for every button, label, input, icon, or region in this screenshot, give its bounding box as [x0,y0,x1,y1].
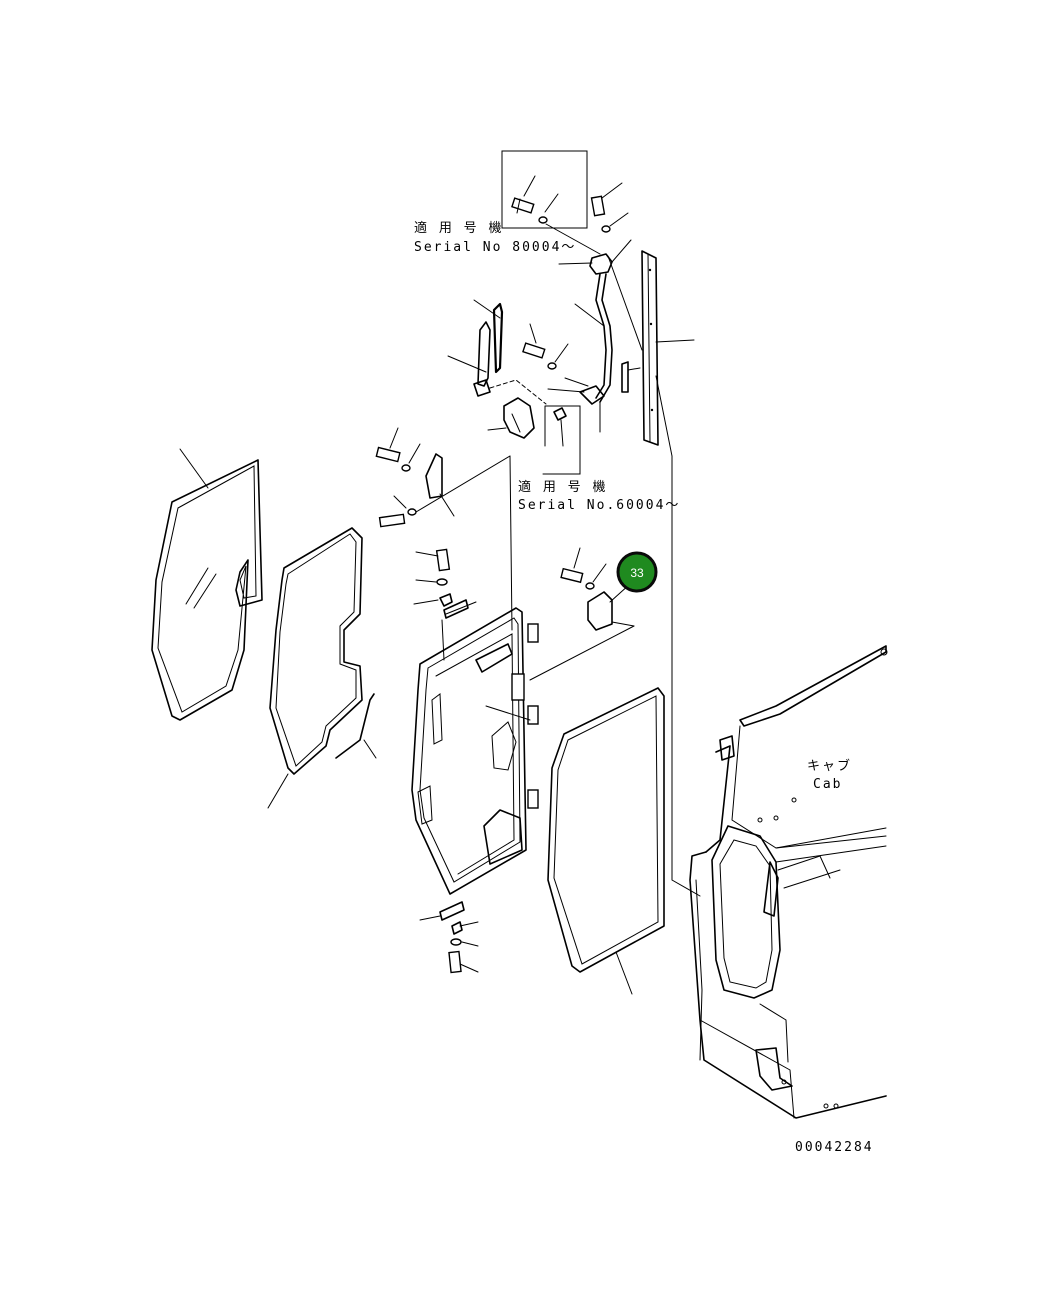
serial-note-middle: 適 用 号 機 Serial No.60004～ [518,479,680,513]
wiper-arm [477,321,491,387]
door-glass-inner [547,687,665,995]
wiper-assembly [447,239,632,475]
striker-bracket [587,591,613,631]
upper-small-parts [413,548,469,619]
door-seal [267,527,377,809]
latch-pin [621,361,629,393]
wiper-bracket [589,253,613,275]
hinge-bracket-group [375,427,513,631]
cab-label: キャブ Cab [807,758,852,792]
callout-33-label: 33 [630,566,644,580]
callout-33[interactable]: 33 [616,551,658,593]
callout-33-circle[interactable] [616,551,658,593]
wiper-blade [492,302,504,374]
bolt-upper-right [590,182,629,233]
wiper-motor [503,397,535,439]
serial-note-middle-jp: 適 用 号 機 [518,479,607,495]
inset-box-top [501,150,601,255]
wiper-pivot [579,385,605,405]
door-frame [411,601,635,895]
wire-harness [595,273,607,399]
door-glass-outer [151,448,263,721]
door-pillar [607,250,701,897]
lower-small-parts [419,901,479,974]
serial-note-top-jp: 適 用 号 機 [414,220,503,236]
cab-structure [689,645,888,1119]
door-handle [475,643,513,673]
bolt-icon [511,197,535,214]
latch-block [511,673,525,701]
washer-icon [538,216,548,224]
cab-label-jp: キャブ [807,758,852,774]
serial-note-middle-en: Serial No.60004～ [518,498,680,513]
serial-note-top-en: Serial No 80004～ [414,240,576,255]
cab-label-en: Cab [813,777,842,792]
serial-note-top: 適 用 号 機 Serial No 80004～ [414,220,576,255]
drawing-number: 00042284 [795,1140,874,1155]
striker-bracket-group [560,547,635,631]
bolt-middle [522,323,569,370]
hinge-bracket [425,453,443,499]
